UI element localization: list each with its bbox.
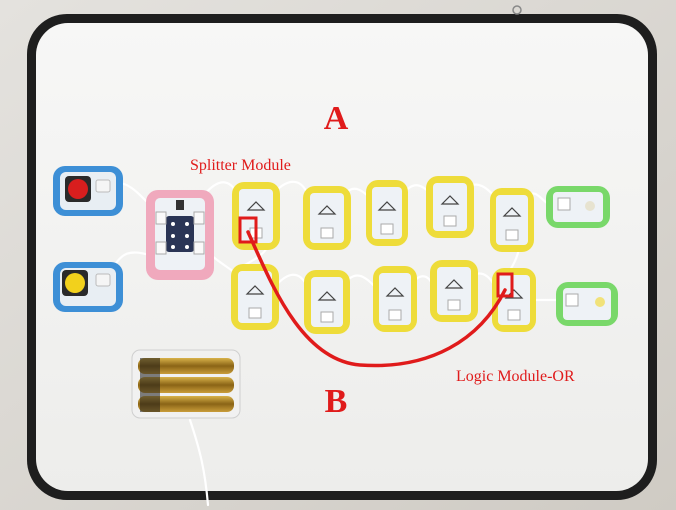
splitter-module <box>146 190 214 280</box>
logic-or-highlight-box <box>496 272 514 298</box>
row-a-label: A <box>324 100 349 137</box>
output-led-module-b <box>556 282 618 326</box>
red-button-module <box>53 166 123 216</box>
logic-modules-row-b <box>231 260 536 334</box>
logic-modules-row-a <box>232 176 534 252</box>
output-led-module-a <box>546 186 610 228</box>
logic-or-label: Logic Module-OR <box>456 368 575 385</box>
whiteboard <box>27 5 657 500</box>
battery-pack <box>131 349 241 419</box>
splitter-highlight-box <box>238 216 258 244</box>
annotation-connection-line <box>246 230 507 368</box>
yellow-button-icon <box>65 273 85 293</box>
red-button-icon <box>68 179 88 199</box>
splitter-module-label: Splitter Module <box>190 157 291 174</box>
yellow-button-module <box>53 262 123 312</box>
row-b-label: B <box>325 383 348 420</box>
